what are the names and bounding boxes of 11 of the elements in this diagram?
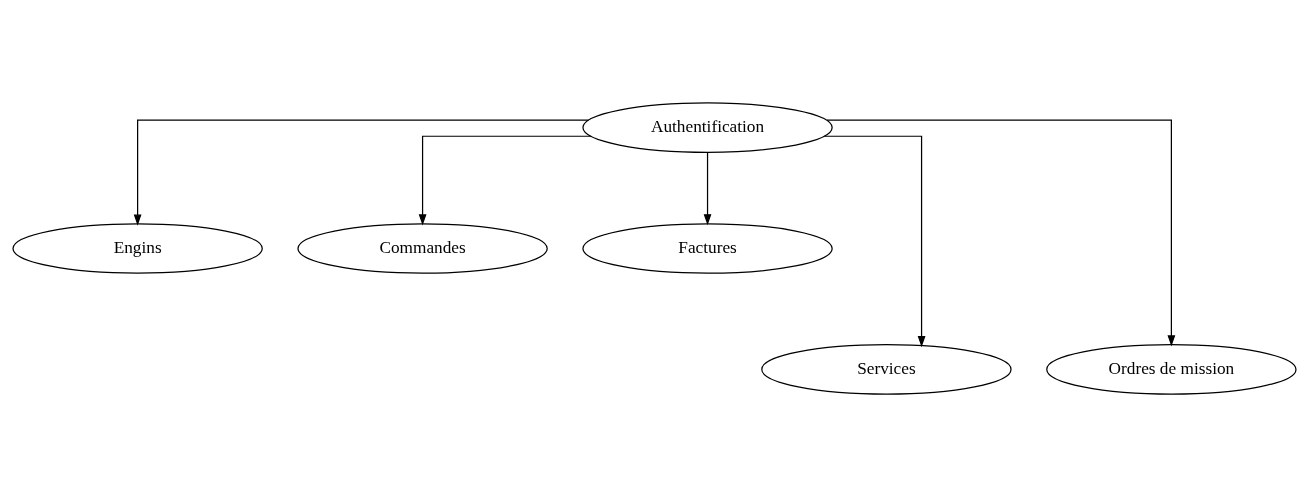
node-ellipse: Services bbox=[761, 344, 1012, 395]
arrow bbox=[418, 135, 592, 226]
node-ellipse: Commandes bbox=[297, 223, 548, 274]
node-ellipse: Authentification bbox=[582, 102, 833, 153]
arrow bbox=[826, 119, 1176, 347]
arrow bbox=[823, 135, 926, 348]
arrow bbox=[133, 119, 590, 226]
node-ellipse: Ordres de mission bbox=[1046, 344, 1297, 395]
node-ellipse: Factures bbox=[582, 223, 833, 274]
node-ellipse: Engins bbox=[12, 223, 263, 274]
arrow bbox=[703, 152, 712, 226]
